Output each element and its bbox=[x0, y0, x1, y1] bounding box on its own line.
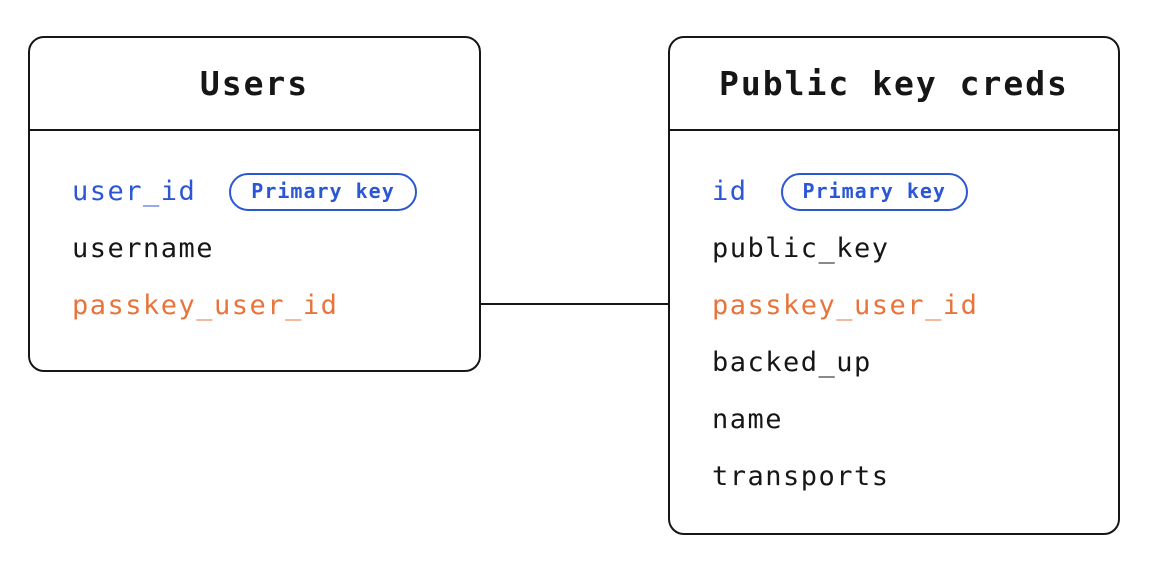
table-public-key-creds-body: id Primary key public_key passkey_user_i… bbox=[670, 131, 1118, 505]
field-label: transports bbox=[712, 461, 890, 492]
relationship-line bbox=[481, 303, 668, 305]
field-label: backed_up bbox=[712, 347, 872, 378]
field-label: username bbox=[72, 233, 215, 264]
field-label: id bbox=[712, 176, 748, 207]
field-label: passkey_user_id bbox=[712, 290, 979, 321]
primary-key-badge: Primary key bbox=[780, 172, 968, 211]
field-id: id Primary key bbox=[712, 163, 1118, 220]
table-users-body: user_id Primary key username passkey_use… bbox=[30, 131, 479, 334]
field-label: name bbox=[712, 404, 784, 435]
table-users: Users user_id Primary key username passk… bbox=[28, 36, 481, 372]
field-user-id: user_id Primary key bbox=[72, 163, 479, 220]
field-label: public_key bbox=[712, 233, 890, 264]
field-backed-up: backed_up bbox=[712, 334, 1118, 391]
field-passkey-user-id: passkey_user_id bbox=[72, 277, 479, 334]
table-title: Public key creds bbox=[719, 64, 1069, 103]
field-label: passkey_user_id bbox=[72, 290, 339, 321]
primary-key-badge: Primary key bbox=[229, 172, 417, 211]
table-public-key-creds: Public key creds id Primary key public_k… bbox=[668, 36, 1120, 535]
field-public-key: public_key bbox=[712, 220, 1118, 277]
table-title: Users bbox=[199, 64, 310, 103]
table-users-header: Users bbox=[30, 38, 479, 131]
field-username: username bbox=[72, 220, 479, 277]
field-passkey-user-id: passkey_user_id bbox=[712, 277, 1118, 334]
field-label: user_id bbox=[72, 176, 197, 207]
field-transports: transports bbox=[712, 448, 1118, 505]
table-public-key-creds-header: Public key creds bbox=[670, 38, 1118, 131]
field-name: name bbox=[712, 391, 1118, 448]
